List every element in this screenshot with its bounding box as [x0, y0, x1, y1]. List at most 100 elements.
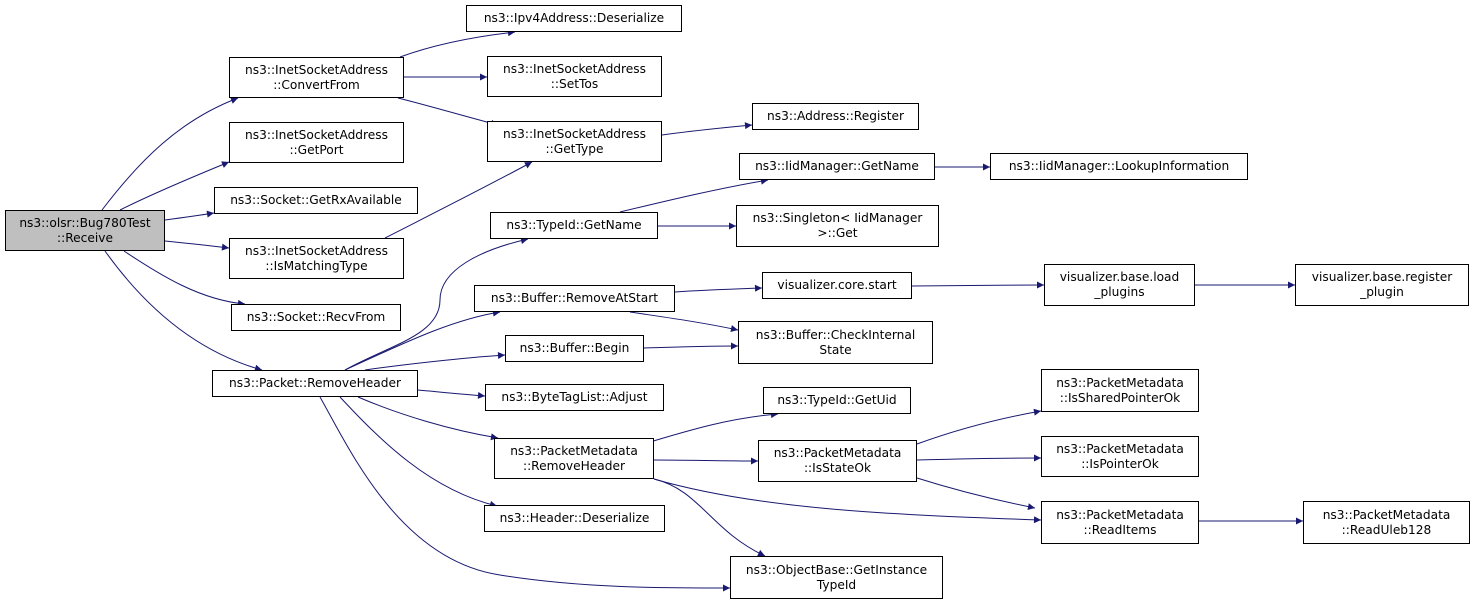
node-packetmetadata-ispointerok[interactable]: ns3::PacketMetadata::IsPointerOk [1041, 436, 1199, 477]
node-label-line: visualizer.core.start [777, 278, 897, 292]
node-label-line: ns3::PacketMetadata [510, 443, 638, 458]
edge-bug780-receive-to-socket-recvfrom [123, 250, 246, 307]
node-iidmanager-lookupinformation[interactable]: ns3::IidManager::LookupInformation [990, 153, 1248, 180]
node-buffer-begin[interactable]: ns3::Buffer::Begin [505, 335, 644, 362]
node-label-line: ns3::Ipv4Address::Deserialize [483, 11, 665, 25]
node-label-line: visualizer.base.register [1311, 270, 1453, 284]
edge-bug780-receive-to-socket-getrxavailable [164, 210, 215, 221]
edge-packet-removeheader-to-objectbase-getinstancetypeid [319, 396, 731, 592]
node-packetmetadata-readuleb128[interactable]: ns3::PacketMetadata::ReadUleb128 [1303, 501, 1470, 544]
edge-layer [101, 29, 1303, 592]
node-packetmetadata-readitems[interactable]: ns3::PacketMetadata::ReadItems [1041, 501, 1199, 544]
node-label-line: ns3::PacketMetadata [773, 446, 902, 460]
node-label-line: ::SetTos [550, 76, 599, 91]
node-address-register[interactable]: ns3::Address::Register [752, 103, 919, 130]
node-socket-getrxavailable[interactable]: ns3::Socket::GetRxAvailable [214, 187, 418, 214]
node-label-line: ns3::PacketMetadata [1056, 507, 1184, 522]
node-inetsocketaddress-settos[interactable]: ns3::InetSocketAddress::SetTos [487, 56, 662, 97]
edge-bug780-receive-to-inetsocketaddress-getport [119, 161, 230, 211]
node-label-line: ns3::IidManager::GetName [755, 159, 919, 173]
node-label-line: ns3::TypeId::GetUid [777, 393, 897, 407]
node-label-line: ns3::Address::Register [767, 109, 904, 123]
node-label-line: ::IsMatchingType [265, 258, 368, 273]
node-label-line: TypeId [816, 577, 857, 592]
node-label-line: ::IsPointerOk [1081, 456, 1159, 471]
node-label-line: ns3::PacketMetadata [1056, 375, 1184, 390]
node-label-line: ns3::InetSocketAddress [503, 126, 646, 141]
node-label-line: ::ConvertFrom [273, 77, 360, 92]
edge-packetmetadata-isstateok-to-packetmetadata-readitems [916, 477, 1036, 511]
node-packetmetadata-removeheader[interactable]: ns3::PacketMetadata::RemoveHeader [494, 438, 654, 479]
edge-packet-removeheader-to-packetmetadata-removeheader [357, 396, 499, 441]
edge-packet-removeheader-to-buffer-removeatstart [344, 309, 501, 371]
node-label-line: ns3::PacketMetadata [1322, 507, 1451, 522]
node-label-line: ns3::olsr::Bug780Test [19, 215, 151, 230]
edge-inetsocketaddress-gettype-to-address-register [661, 122, 753, 136]
node-label-line: ns3::TypeId::GetName [506, 218, 642, 232]
node-label-line: ns3::Singleton< IidManager [752, 211, 923, 225]
node-label-line: ns3::Packet::RemoveHeader [229, 376, 401, 390]
node-label-line: ::IsStateOk [803, 461, 872, 475]
node-bytetaglist-adjust[interactable]: ns3::ByteTagList::Adjust [485, 384, 664, 411]
node-label-line: ::IsSharedPointerOk [1059, 390, 1181, 405]
node-visualizer-base-register-plugin[interactable]: visualizer.base.register_plugin [1295, 264, 1469, 306]
node-label-line: ns3::Socket::GetRxAvailable [230, 193, 402, 207]
node-label-line: ns3::Header::Deserialize [499, 511, 650, 525]
node-header-deserialize[interactable]: ns3::Header::Deserialize [484, 505, 665, 532]
node-label-line: ns3::InetSocketAddress [245, 62, 388, 77]
node-label-line: ns3::Buffer::CheckInternal [755, 327, 916, 342]
node-label-line: ::ReadUleb128 [1341, 522, 1432, 537]
edge-packetmetadata-removeheader-to-typeid-getuid [649, 411, 779, 443]
edge-packetmetadata-removeheader-to-packetmetadata-isstateok [653, 457, 759, 465]
edge-packet-removeheader-to-bytetaglist-adjust [417, 389, 486, 399]
node-label-line: visualizer.base.load [1059, 270, 1180, 284]
node-socket-recvfrom[interactable]: ns3::Socket::RecvFrom [231, 304, 401, 331]
node-typeid-getname[interactable]: ns3::TypeId::GetName [490, 212, 658, 239]
edge-bug780-receive-to-inetsocketaddress-ismatchingtype [164, 240, 230, 251]
node-singleton-iidmanager-get[interactable]: ns3::Singleton< IidManager>::Get [736, 205, 939, 247]
edge-buffer-removeatstart-to-visualizer-core-start [674, 284, 763, 293]
edge-packetmetadata-isstateok-to-packetmetadata-issharedpointerok [916, 408, 1042, 445]
node-packet-removeheader[interactable]: ns3::Packet::RemoveHeader [212, 370, 418, 397]
node-ipv4address-deserialize[interactable]: ns3::Ipv4Address::Deserialize [466, 5, 682, 32]
node-packetmetadata-isstateok[interactable]: ns3::PacketMetadata::IsStateOk [758, 440, 917, 482]
node-label-line: ns3::Socket::RecvFrom [246, 310, 386, 324]
edge-packet-removeheader-to-header-deserialize [339, 396, 498, 508]
node-buffer-removeatstart[interactable]: ns3::Buffer::RemoveAtStart [474, 285, 675, 312]
node-bug780-receive: ns3::olsr::Bug780Test::Receive [5, 210, 165, 251]
node-label-line: _plugin [1360, 285, 1404, 299]
node-packetmetadata-issharedpointerok[interactable]: ns3::PacketMetadata::IsSharedPointerOk [1041, 369, 1199, 412]
edge-packetmetadata-removeheader-to-packetmetadata-readitems [653, 478, 1042, 524]
node-visualizer-core-start[interactable]: visualizer.core.start [762, 272, 912, 299]
node-iidmanager-getname[interactable]: ns3::IidManager::GetName [739, 153, 935, 180]
node-typeid-getuid[interactable]: ns3::TypeId::GetUid [763, 387, 911, 414]
edge-packet-removeheader-to-buffer-begin [364, 351, 506, 371]
edge-packetmetadata-isstateok-to-packetmetadata-ispointerok [916, 454, 1042, 462]
edge-packet-removeheader-to-typeid-getname [344, 237, 529, 371]
edge-visualizer-core-start-to-visualizer-base-load-plugins [911, 281, 1045, 289]
node-label-line: ns3::IidManager::LookupInformation [1008, 159, 1230, 173]
node-inetsocketaddress-ismatchingtype[interactable]: ns3::InetSocketAddress::IsMatchingType [229, 238, 404, 279]
node-label-line: ::Receive [57, 230, 113, 245]
node-inetsocketaddress-getport[interactable]: ns3::InetSocketAddress::GetPort [229, 122, 404, 163]
node-label-line: ns3::InetSocketAddress [245, 243, 388, 258]
node-label-line: ::ReadItems [1083, 522, 1157, 537]
node-label-line: ns3::Buffer::Begin [519, 341, 630, 355]
node-label-line: ::GetType [545, 141, 604, 156]
edge-buffer-removeatstart-to-buffer-checkinternalstate [629, 311, 739, 332]
node-label-line: ns3::Buffer::RemoveAtStart [490, 291, 659, 305]
node-inetsocketaddress-gettype[interactable]: ns3::InetSocketAddress::GetType [487, 121, 662, 162]
edge-buffer-begin-to-buffer-checkinternalstate [643, 342, 739, 350]
node-visualizer-base-load-plugins[interactable]: visualizer.base.load_plugins [1044, 264, 1195, 306]
edge-typeid-getname-to-iidmanager-getname [619, 177, 769, 213]
node-label-line: ns3::ByteTagList::Adjust [501, 390, 648, 404]
edge-bug780-receive-to-packet-removeheader [104, 250, 263, 372]
edge-inetsocketaddress-ismatchingtype-to-inetsocketaddress-gettype [384, 161, 533, 239]
edge-bug780-receive-to-inetsocketaddress-convertfrom [101, 97, 239, 211]
node-label-line: _plugins [1094, 285, 1145, 299]
edge-inetsocketaddress-convertfrom-to-ipv4address-deserialize [399, 29, 516, 58]
edge-packetmetadata-removeheader-to-objectbase-getinstancetypeid [653, 478, 766, 557]
node-inetsocketaddress-convertfrom[interactable]: ns3::InetSocketAddress::ConvertFrom [229, 57, 404, 98]
